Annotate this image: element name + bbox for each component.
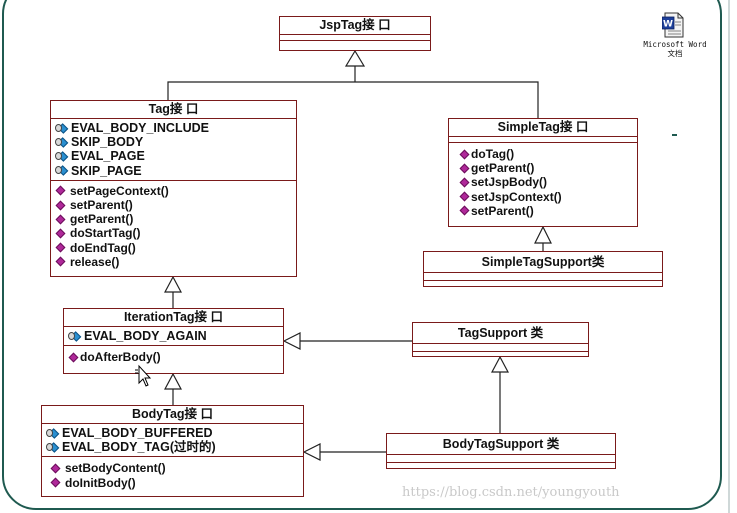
slide-frame	[2, 0, 722, 510]
simpletag-methods: doTag() getParent() setJspBody() setJspC…	[449, 143, 637, 220]
method-row: doTag()	[453, 147, 637, 161]
method-row: setJspBody()	[453, 175, 637, 189]
method-icon	[55, 214, 66, 225]
method-icon	[68, 352, 79, 363]
word-document-icon[interactable]: W	[662, 12, 684, 38]
method-icon	[459, 205, 470, 216]
watermark: https://blog.csdn.net/youngyouth	[402, 485, 620, 500]
jsptag-interface-box: JspTag接 口	[279, 16, 431, 51]
field-icon	[46, 428, 59, 438]
mouse-cursor-icon	[135, 364, 152, 387]
field-row: EVAL_BODY_BUFFERED	[46, 426, 303, 440]
tag-methods: setPageContext() setParent() getParent()…	[51, 181, 296, 271]
field-row: EVAL_PAGE	[55, 149, 296, 163]
method-icon	[55, 200, 66, 211]
method-icon	[459, 177, 470, 188]
method-row: setJspContext()	[453, 190, 637, 204]
method-row: release()	[55, 255, 296, 269]
bodytagsupport-title: BodyTagSupport 类	[387, 434, 615, 455]
field-icon	[55, 137, 68, 147]
simpletagsupport-title: SimpleTagSupport类	[424, 252, 662, 273]
field-icon	[55, 123, 68, 133]
simpletag-title: SimpleTag接 口	[449, 119, 637, 137]
tagsupport-class-box: TagSupport 类	[412, 322, 589, 357]
bodytag-interface-box: BodyTag接 口 EVAL_BODY_BUFFERED EVAL_BODY_…	[41, 405, 304, 497]
field-icon	[55, 152, 68, 161]
method-row: doStartTag()	[55, 226, 296, 240]
field-icon	[55, 166, 68, 175]
field-row: EVAL_BODY_INCLUDE	[55, 121, 296, 135]
method-row: setBodyContent()	[46, 461, 303, 475]
method-icon	[50, 463, 61, 474]
iterationtag-title: IterationTag接 口	[64, 309, 283, 327]
method-row: setParent()	[55, 198, 296, 212]
method-icon	[459, 191, 470, 202]
iterationtag-fields: EVAL_BODY_AGAIN	[64, 327, 283, 347]
field-row: EVAL_BODY_TAG(过时的)	[46, 440, 303, 454]
field-icon	[68, 331, 81, 341]
method-icon	[55, 228, 66, 239]
tagsupport-title: TagSupport 类	[413, 323, 588, 344]
method-icon	[459, 149, 470, 160]
tag-fields: EVAL_BODY_INCLUDE SKIP_BODY EVAL_PAGE SK…	[51, 119, 296, 181]
simpletagsupport-class-box: SimpleTagSupport类	[423, 251, 663, 287]
bodytag-title: BodyTag接 口	[42, 406, 303, 424]
word-document-label[interactable]: Microsoft Word 文档	[643, 40, 707, 58]
field-row: EVAL_BODY_AGAIN	[68, 329, 283, 343]
svg-text:W: W	[663, 20, 673, 30]
tag-title: Tag接 口	[51, 101, 296, 119]
slide-mark	[672, 134, 677, 136]
method-row: setParent()	[453, 204, 637, 218]
field-row: SKIP_BODY	[55, 135, 296, 149]
method-row: doEndTag()	[55, 241, 296, 255]
method-row: setPageContext()	[55, 184, 296, 198]
method-row: doInitBody()	[46, 476, 303, 490]
field-icon	[46, 442, 59, 452]
method-icon	[50, 477, 61, 488]
tag-interface-box: Tag接 口 EVAL_BODY_INCLUDE SKIP_BODY EVAL_…	[50, 100, 297, 277]
method-icon	[55, 242, 66, 253]
method-icon	[55, 185, 66, 196]
bodytag-methods: setBodyContent() doInitBody()	[42, 457, 303, 491]
iterationtag-methods: doAfterBody()	[64, 346, 283, 366]
bodytagsupport-class-box: BodyTagSupport 类	[386, 433, 616, 469]
bodytag-fields: EVAL_BODY_BUFFERED EVAL_BODY_TAG(过时的)	[42, 424, 303, 458]
method-icon	[459, 163, 470, 174]
method-row: getParent()	[55, 212, 296, 226]
jsptag-title: JspTag接 口	[280, 17, 430, 35]
method-row: getParent()	[453, 161, 637, 175]
iterationtag-interface-box: IterationTag接 口 EVAL_BODY_AGAIN doAfterB…	[63, 308, 284, 374]
method-row: doAfterBody()	[68, 350, 283, 364]
field-row: SKIP_PAGE	[55, 164, 296, 178]
method-icon	[55, 256, 66, 267]
simpletag-interface-box: SimpleTag接 口 doTag() getParent() setJspB…	[448, 118, 638, 227]
window-edge	[728, 0, 730, 513]
